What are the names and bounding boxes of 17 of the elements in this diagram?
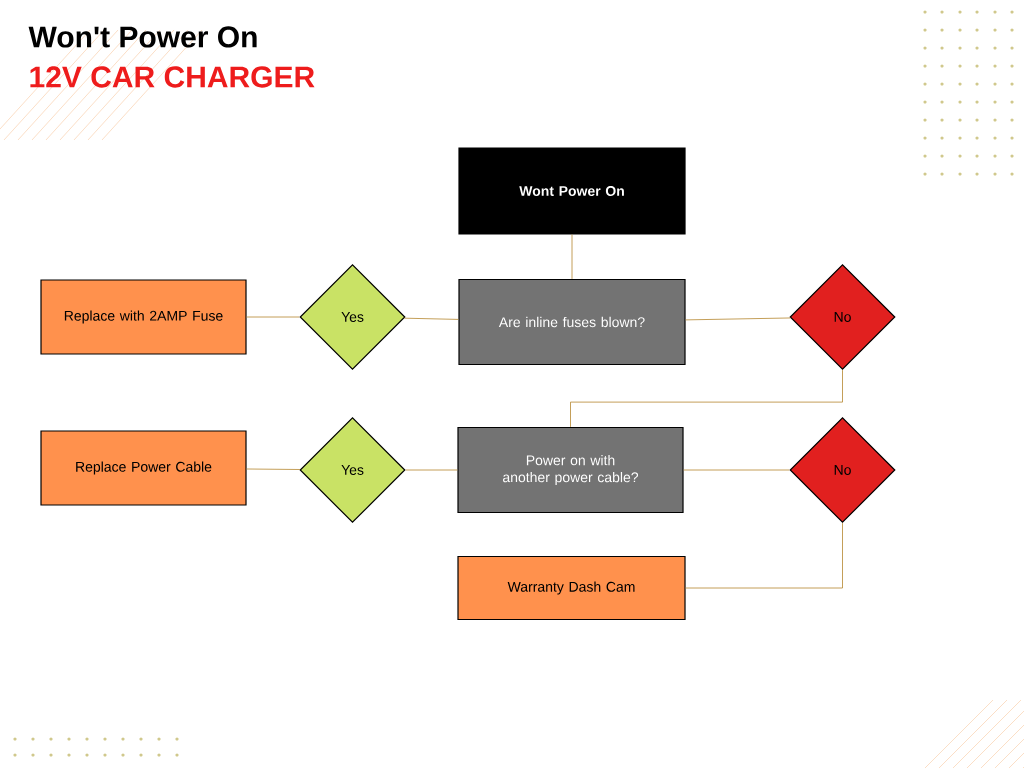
connector-line [685, 522, 843, 589]
connector-line [246, 316, 300, 318]
connector-line [683, 469, 790, 471]
process-box: Are inline fuses blown? [458, 278, 686, 366]
connector-line [685, 317, 791, 321]
connector-line [571, 234, 573, 280]
process-box: Wont Power On [458, 147, 686, 235]
connector-line [570, 369, 843, 428]
process-box: Warranty Dash Cam [457, 555, 686, 621]
process-box: Replace Power Cable [40, 430, 247, 506]
subtitle: 12V CAR CHARGER [30, 66, 315, 88]
process-box: Power on with another power cable? [457, 426, 684, 514]
connector-line [404, 317, 459, 320]
connector-line [405, 469, 458, 471]
title: Won't Power On [28, 26, 257, 48]
connector-line [246, 468, 301, 470]
process-box: Replace with 2AMP Fuse [40, 279, 247, 355]
